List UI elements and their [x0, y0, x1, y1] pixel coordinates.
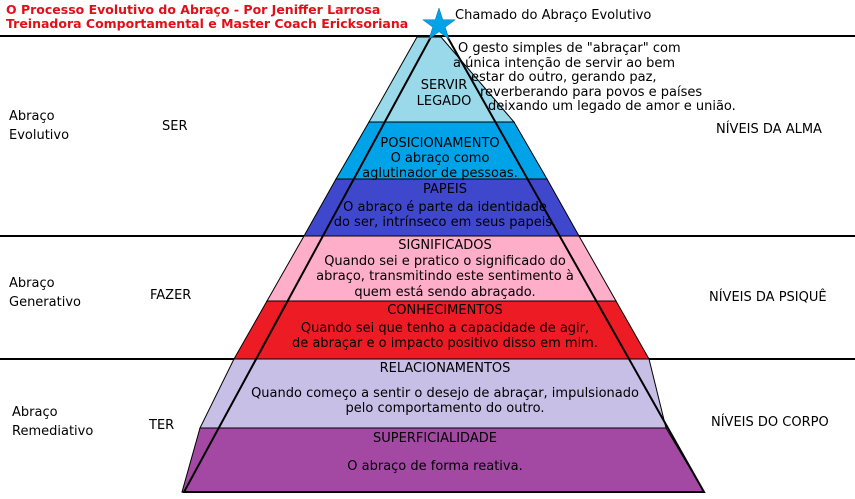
level-significados-title: SIGNIFICADOS: [398, 238, 492, 253]
title-line-1: O Processo Evolutivo do Abraço - Por Jen…: [6, 2, 381, 17]
level-servir-text: LEGADO: [416, 94, 472, 109]
band-ter-label-line1: Abraço: [12, 405, 58, 420]
level-superficialidade-title: SUPERFICIALIDADE: [373, 431, 497, 446]
level-servir-title: SERVIR: [420, 78, 468, 93]
level-posicionamento-text: O abraço como: [390, 151, 490, 166]
pyramid-outline: [182, 19, 706, 493]
band-ser-label-line1: Abraço: [9, 109, 55, 124]
band-ser-level: NÍVEIS DA ALMA: [716, 122, 822, 137]
level-relacionamentos-title: RELACIONAMENTOS: [379, 361, 511, 376]
band-ter-label-line2: Remediativo: [12, 424, 94, 439]
level-papeis-text: O abraço é parte da identidade: [343, 200, 547, 215]
level-relacionamentos-text: Quando começo a sentir o desejo de abraç…: [251, 386, 639, 401]
band-ser-label-line2: Evolutivo: [9, 128, 70, 143]
band-ter-label: Abraço Remediativo: [12, 403, 93, 441]
level-superficialidade: SUPERFICIALIDADE O abraço de forma reati…: [300, 431, 570, 474]
top-callout-label: Chamado do Abraço Evolutivo: [455, 8, 652, 23]
level-significados: SIGNIFICADOS Quando sei e pratico o sign…: [290, 238, 600, 300]
level-servir: SERVIR LEGADO: [409, 78, 479, 110]
band-ser-keyword: SER: [162, 119, 188, 134]
band-fazer-level: NÍVEIS DA PSIQUÊ: [709, 290, 827, 305]
top-description: O gesto simples de "abraçar" com a única…: [453, 41, 736, 115]
level-papeis: PAPEIS O abraço é parte da identidade do…: [330, 182, 560, 230]
top-description-line: reverberando para povos e países: [480, 84, 703, 100]
top-description-line: O gesto simples de "abraçar" com: [458, 41, 681, 56]
level-conhecimentos-title: CONHECIMENTOS: [387, 303, 503, 318]
band-ser-label: Abraço Evolutivo: [9, 107, 69, 145]
level-significados-text: Quando sei e pratico o significado do: [324, 253, 566, 269]
level-posicionamento: POSICIONAMENTO O abraço como aglutinador…: [340, 136, 540, 181]
top-description-line: deixando um legado de amor e união.: [488, 99, 736, 114]
band-ter-keyword: TER: [149, 418, 175, 433]
title-line-2: Treinadora Comportamental e Master Coach…: [6, 16, 409, 31]
star-icon: [422, 7, 456, 40]
band-fazer-label-line2: Generativo: [9, 295, 81, 310]
level-conhecimentos-text: de abraçar e o impacto positivo disso em…: [292, 336, 598, 351]
level-conhecimentos-text: Quando sei que tenho a capacidade de agi…: [300, 321, 590, 336]
band-fazer-label: Abraço Generativo: [9, 274, 81, 312]
level-relacionamentos: RELACIONAMENTOS Quando começo a sentir o…: [240, 361, 650, 416]
level-posicionamento-text: aglutinador de pessoas.: [362, 166, 518, 181]
level-papeis-title: PAPEIS: [422, 182, 468, 197]
divider-top: [0, 35, 855, 37]
page-title: O Processo Evolutivo do Abraço - Por Jen…: [6, 3, 408, 31]
level-superficialidade-text: O abraço de forma reativa.: [347, 459, 523, 474]
level-significados-text: abraço, transmitindo este sentimento à: [316, 269, 574, 284]
level-papeis-text: do ser, intrínseco em seus papeis.: [333, 215, 557, 230]
band-ter-level: NÍVEIS DO CORPO: [711, 415, 829, 430]
level-significados-text: quem está sendo abraçado.: [354, 284, 536, 300]
band-fazer-keyword: FAZER: [150, 288, 192, 303]
band-fazer-label-line1: Abraço: [9, 276, 55, 291]
top-description-line: estar do outro, gerando paz,: [471, 70, 657, 85]
top-description-line: a única intenção de servir ao bem: [453, 55, 676, 71]
level-relacionamentos-text: pelo comportamento do outro.: [345, 401, 545, 416]
level-conhecimentos: CONHECIMENTOS Quando sei que tenho a cap…: [270, 303, 620, 351]
level-posicionamento-title: POSICIONAMENTO: [380, 136, 500, 151]
